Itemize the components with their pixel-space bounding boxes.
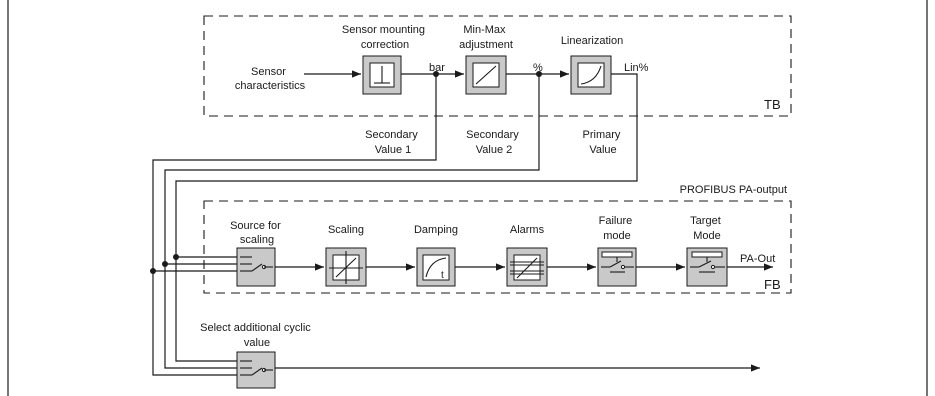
fb-title: PROFIBUS PA-output [680, 184, 787, 196]
mounting-correction-icon [369, 62, 395, 88]
signal-routing [150, 73, 638, 376]
unit-lin-percent: Lin% [624, 62, 649, 74]
primary-value-label: Primary Value [583, 129, 624, 156]
alarms-block [506, 247, 548, 287]
target-mode-block [686, 247, 728, 287]
tb-dashed-boundary [203, 15, 792, 117]
alarms-label: Alarms [510, 224, 545, 236]
secondary-value-2-label: Secondary Value 2 [466, 129, 522, 156]
unit-percent: % [533, 62, 543, 74]
fb-group: PROFIBUS PA-output FB Source for scaling… [203, 184, 792, 294]
curve-icon [577, 62, 605, 88]
linearization-block [570, 55, 612, 95]
linearization-label: Linearization [561, 35, 623, 47]
junction-sv2 [162, 261, 168, 267]
damping-label: Damping [414, 224, 458, 236]
cyclic-value-group: Select additional cyclic value [200, 322, 760, 389]
scaling-block [325, 247, 367, 287]
tb-tag: TB [764, 97, 781, 112]
selector-switch-icon [240, 360, 273, 376]
failure-mode-block [597, 247, 637, 287]
junction-sv1 [150, 268, 156, 274]
pa-out-label: PA-Out [740, 253, 775, 265]
svg-text:t: t [441, 270, 444, 281]
select-cyclic-value-label: Select additional cyclic value [200, 322, 314, 349]
select-cyclic-value-block [236, 351, 276, 389]
scaling-icon [329, 251, 363, 284]
min-max-adjustment-label: Min-Max adjustment [459, 24, 513, 51]
alarm-limits-icon [510, 254, 544, 281]
damping-curve-icon: t [422, 254, 450, 281]
scaling-label: Scaling [328, 224, 364, 236]
min-max-adjustment-block [465, 55, 507, 95]
sensor-mounting-correction-block [362, 55, 402, 95]
target-mode-label: Target Mode [690, 215, 724, 242]
source-for-scaling-label: Source for scaling [230, 220, 284, 246]
tb-group: TB Sensor characteristics Sensor mountin… [203, 15, 792, 156]
target-switch-icon [690, 251, 725, 273]
junction-pv [173, 254, 179, 260]
fb-tag: FB [764, 277, 781, 292]
fb-dashed-boundary [203, 200, 792, 294]
source-for-scaling-block [236, 247, 276, 287]
selector-switch-icon [240, 256, 273, 272]
secondary-value-2-line [164, 74, 540, 369]
failure-mode-label: Failure mode [599, 215, 636, 242]
sensor-characteristics-label: Sensor characteristics [235, 66, 306, 92]
primary-value-line [175, 73, 638, 362]
sensor-mounting-correction-label: Sensor mounting correction [342, 24, 428, 51]
unit-bar: bar [429, 62, 445, 74]
damping-block: t [416, 247, 456, 287]
failure-switch-icon [601, 251, 634, 273]
secondary-value-1-line [152, 74, 437, 376]
linear-ramp-icon [472, 62, 500, 88]
secondary-value-1-label: Secondary Value 1 [365, 129, 421, 156]
